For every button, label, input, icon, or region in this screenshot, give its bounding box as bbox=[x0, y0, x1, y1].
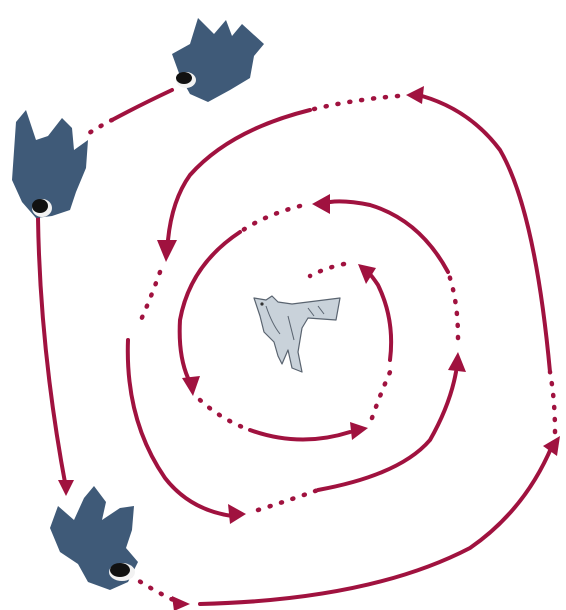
pigeon-icon bbox=[254, 296, 340, 372]
falcon-bottom-sweep bbox=[130, 436, 560, 610]
falcon-icon bbox=[50, 486, 138, 590]
outer-spiral bbox=[157, 86, 555, 432]
third-ring bbox=[180, 194, 458, 396]
falcon-icon bbox=[12, 110, 88, 218]
falcon-icon bbox=[172, 18, 264, 102]
